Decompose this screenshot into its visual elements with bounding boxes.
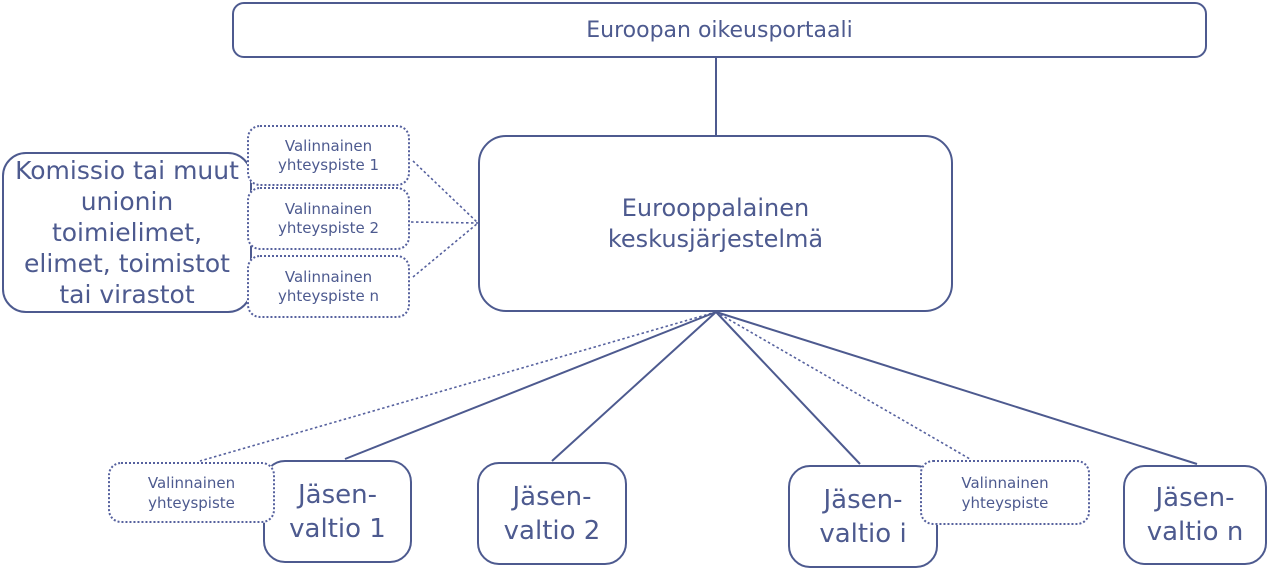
commission-label-line1: Komissio tai muut bbox=[15, 156, 239, 185]
optional-contact-1-box: Valinnainen yhteyspiste 1 bbox=[247, 125, 410, 186]
member-state-1-box: Jäsen- valtio 1 bbox=[263, 460, 412, 563]
central-optional-left-connector bbox=[199, 311, 717, 462]
member-state-n-box: Jäsen- valtio n bbox=[1123, 465, 1267, 565]
optional-contact-2-box: Valinnainen yhteyspiste 2 bbox=[247, 187, 410, 250]
optional-contact-n-line2: yhteyspiste n bbox=[277, 286, 380, 305]
member-state-2-box: Jäsen- valtio 2 bbox=[477, 462, 627, 565]
central-system-label-line2: keskusjärjestelmä bbox=[607, 224, 824, 253]
commission-label-line3: toimielimet, bbox=[51, 218, 203, 247]
member-state-1-line2: valtio 1 bbox=[289, 513, 386, 544]
optional-contact-n-line1: Valinnainen bbox=[284, 267, 373, 286]
commission-label-line4: elimet, toimistot bbox=[24, 249, 230, 278]
commission-label-line2: unionin bbox=[80, 187, 174, 216]
central-optional-right-connector bbox=[715, 311, 971, 460]
member-state-i-line2: valtio i bbox=[819, 518, 907, 549]
optional-1-central-connector bbox=[412, 160, 479, 224]
optional-contact-1-line2: yhteyspiste 1 bbox=[277, 155, 380, 174]
member-state-2-line1: Jäsen- bbox=[512, 481, 592, 512]
member-state-1-line1: Jäsen- bbox=[297, 479, 377, 510]
central-member-n-connector bbox=[715, 311, 1198, 465]
member-state-i-box: Jäsen- valtio i bbox=[788, 465, 938, 568]
portal-label: Euroopan oikeusportaali bbox=[586, 17, 853, 43]
member-state-i-line1: Jäsen- bbox=[823, 484, 903, 515]
optional-contact-1-line1: Valinnainen bbox=[284, 136, 373, 155]
optional-contact-left-box: Valinnainen yhteyspiste bbox=[108, 462, 275, 523]
optional-contact-n-box: Valinnainen yhteyspiste n bbox=[247, 255, 410, 318]
optional-contact-left-line1: Valinnainen bbox=[147, 473, 236, 492]
central-member-i-connector bbox=[715, 311, 861, 465]
optional-contact-2-line2: yhteyspiste 2 bbox=[277, 218, 380, 237]
optional-contact-right-box: Valinnainen yhteyspiste bbox=[920, 460, 1090, 525]
commission-label-line5: tai virastot bbox=[59, 280, 195, 309]
optional-2-central-connector bbox=[410, 221, 479, 224]
commission-box: Komissio tai muut unionin toimielimet, e… bbox=[2, 152, 252, 313]
optional-contact-left-line2: yhteyspiste bbox=[148, 493, 235, 512]
member-state-2-line2: valtio 2 bbox=[503, 515, 601, 546]
optional-contact-right-line2: yhteyspiste bbox=[961, 493, 1049, 512]
member-state-n-line2: valtio n bbox=[1146, 517, 1244, 547]
member-state-n-line1: Jäsen- bbox=[1155, 483, 1235, 513]
optional-contact-right-line1: Valinnainen bbox=[961, 473, 1049, 492]
optional-contact-2-line1: Valinnainen bbox=[284, 199, 373, 218]
central-member-2-connector bbox=[551, 311, 717, 462]
central-system-label-line1: Eurooppalainen bbox=[621, 193, 810, 222]
optional-n-central-connector bbox=[412, 222, 479, 278]
central-system-box: Eurooppalainen keskusjärjestelmä bbox=[478, 135, 953, 312]
portal-box: Euroopan oikeusportaali bbox=[232, 2, 1207, 58]
central-member-1-connector bbox=[344, 311, 717, 460]
